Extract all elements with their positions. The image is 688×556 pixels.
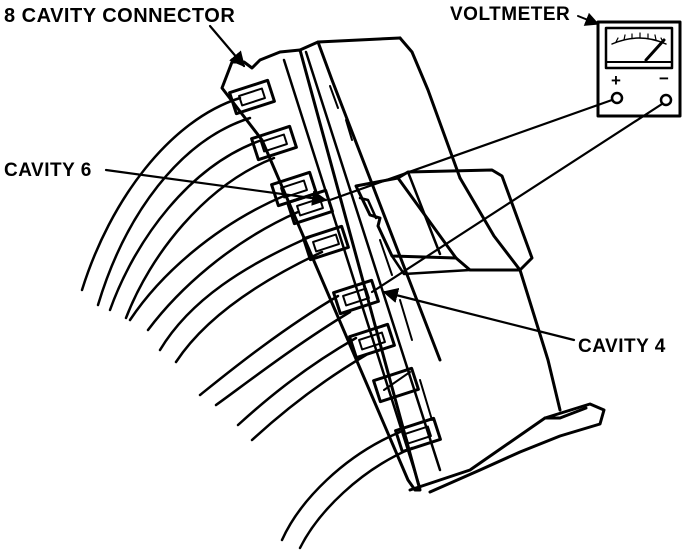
wire-7 (280, 430, 414, 550)
cavity-8 (394, 416, 442, 454)
cavity-7 (348, 322, 396, 360)
cavity-4-label: CAVITY 4 (578, 336, 666, 357)
probe-leads (328, 98, 664, 294)
connector-label: 8 CAVITY CONNECTOR (4, 5, 235, 27)
wire-4 (158, 234, 324, 364)
wire-2 (108, 138, 276, 320)
voltmeter-label: VOLTMETER (450, 4, 570, 25)
wire-6 (236, 336, 368, 442)
cavity-6-label: CAVITY 6 (4, 160, 92, 181)
cavity-2 (250, 124, 298, 162)
cavity-5 (302, 224, 350, 262)
arrow-icon (104, 12, 600, 342)
wire-3 (128, 193, 300, 332)
minus-terminal-label: − (659, 69, 669, 88)
voltmeter-icon: + − (596, 20, 682, 118)
plus-terminal-label: + (611, 71, 621, 90)
cavity-empty (372, 366, 420, 404)
wire-5 (198, 294, 352, 407)
wire-bundle (80, 96, 414, 550)
wire-1 (80, 96, 252, 307)
cavity-1 (228, 78, 276, 116)
